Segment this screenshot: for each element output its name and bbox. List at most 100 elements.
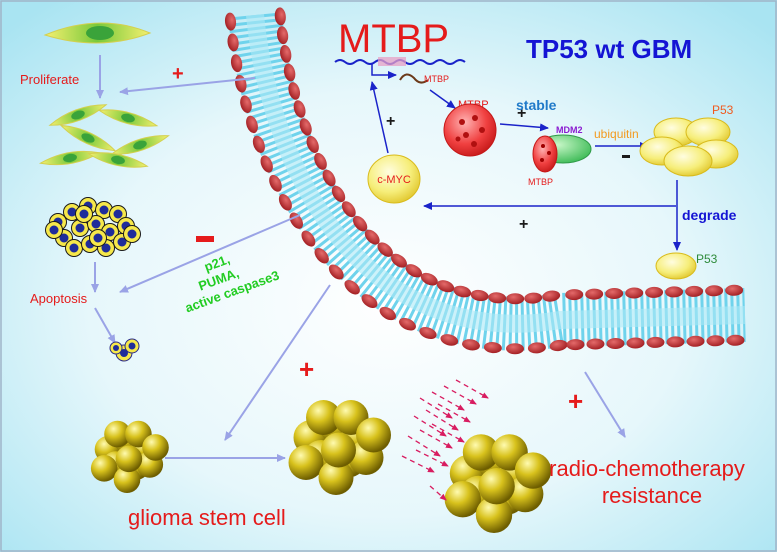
phospholipid-head — [506, 343, 524, 355]
membrane-core — [246, 14, 746, 333]
phospholipid-head — [462, 339, 480, 351]
phospholipid-head — [230, 54, 243, 73]
phospholipid-head — [278, 193, 292, 211]
stem-cell-sphere — [462, 434, 500, 471]
stem-cell-sphere — [104, 420, 131, 448]
stable-label: stable — [516, 97, 557, 113]
minus-apoptosis — [196, 236, 214, 242]
phospholipid-head — [585, 288, 604, 300]
stem-cell-sphere — [318, 460, 354, 495]
radiation-ray — [415, 449, 449, 467]
phospholipid-head — [280, 44, 292, 63]
phospholipid-head — [289, 212, 303, 229]
spindle-cell — [43, 22, 152, 44]
phospholipid-head — [240, 95, 252, 113]
phospholipid-head — [377, 242, 393, 257]
stem-cell-resistant — [444, 434, 552, 533]
tumor-cell-nucleus — [101, 243, 111, 253]
stem-cell-sphere — [321, 432, 356, 468]
phospholipid-head — [566, 339, 585, 351]
radio-label: radio-chemotherapy — [549, 456, 745, 481]
stem-cell-sphere — [444, 481, 481, 518]
arrow-to-apoptotic — [94, 307, 116, 344]
stem-cell-sphere — [475, 496, 513, 533]
tumor-cell-cluster — [45, 197, 141, 257]
glioma-label: glioma stem cell — [128, 505, 286, 530]
phospholipid-head — [260, 155, 273, 173]
tumor-cell-nucleus — [93, 233, 103, 243]
tumor-cell-nucleus — [75, 223, 85, 233]
tumor-cell-nucleus — [79, 209, 89, 219]
tumor-cell-nucleus — [69, 243, 79, 253]
phospholipid-head — [706, 335, 725, 347]
phospholipid-head — [606, 337, 625, 350]
phospholipid-head — [524, 292, 543, 304]
apoptotic-cells — [109, 338, 140, 362]
phospholipid-head — [726, 334, 745, 346]
phospholipid-head — [299, 118, 312, 136]
mdm2-mtbp-complex — [532, 134, 592, 173]
phospholipid-head — [686, 335, 705, 347]
gene-locus — [378, 57, 406, 66]
page-title: TP53 wt GBM — [526, 34, 692, 64]
transcription-arrow — [371, 64, 397, 79]
radiation-ray — [431, 423, 465, 443]
phospholipid-head — [420, 272, 438, 286]
phospholipid-head — [361, 294, 378, 309]
p53-bottom-label: P53 — [696, 252, 718, 266]
phospholipid-head — [626, 337, 645, 349]
phospholipid-head — [725, 284, 744, 296]
phospholipid-head — [405, 264, 423, 278]
arrow-to-resistance — [584, 371, 626, 438]
cmyc-label: c-MYC — [377, 174, 411, 186]
phospholipid-head — [301, 230, 316, 247]
phospholipid-head — [506, 293, 525, 305]
stem-cell-sphere — [478, 468, 515, 505]
phospholipid-head — [586, 338, 605, 350]
phospholipid-head — [344, 279, 360, 295]
tumor-cell-nucleus — [113, 209, 123, 219]
phospholipid-head — [314, 247, 329, 264]
mdm2-label: MDM2 — [556, 125, 583, 135]
phospholipid-head — [645, 286, 664, 298]
p53-cluster — [639, 117, 739, 177]
radiation-ray — [431, 391, 465, 411]
phospholipid-head — [527, 342, 546, 354]
p53-degraded — [655, 252, 697, 280]
stem-cell-sphere — [288, 445, 324, 480]
phospholipid-head — [549, 339, 568, 352]
radiation-ray — [429, 485, 447, 501]
phospholipid-head — [306, 135, 319, 153]
phospholipid-head — [288, 82, 301, 100]
stem-cell-sphere — [356, 417, 391, 453]
phospholipid-head — [227, 33, 239, 52]
radiation-ray — [455, 379, 489, 399]
cmyc-node — [367, 154, 421, 204]
phospholipid-head — [436, 280, 455, 293]
phospholipid-head — [331, 185, 346, 203]
phospholipid-head — [665, 286, 684, 298]
proliferate-label: Proliferate — [20, 72, 79, 87]
plus-resistance: + — [568, 386, 583, 416]
phospholipid-head — [252, 135, 265, 153]
tumor-cell-nucleus — [67, 207, 77, 217]
arrow-to-proliferate — [119, 77, 256, 96]
phospholipid-head — [542, 290, 561, 302]
radiation-ray — [443, 385, 477, 405]
ubiquitin-label: ubiquitin — [594, 127, 639, 141]
minus-ubiquitin — [622, 155, 630, 158]
radiation-ray — [419, 429, 453, 449]
radiation-ray — [425, 409, 459, 431]
tumor-cell-nucleus — [127, 229, 137, 239]
arrow-to-stem-cell — [224, 284, 331, 441]
phospholipid-head — [685, 285, 704, 297]
plus-cmyc: + — [519, 216, 528, 233]
arrow-to-apoptosis — [119, 214, 301, 293]
plus-cmyc-mtbp: + — [386, 113, 395, 130]
radiation-ray — [401, 455, 435, 473]
phospholipid-head — [666, 336, 685, 348]
phospholipid-head — [274, 7, 286, 26]
phospholipid-head — [646, 336, 665, 348]
